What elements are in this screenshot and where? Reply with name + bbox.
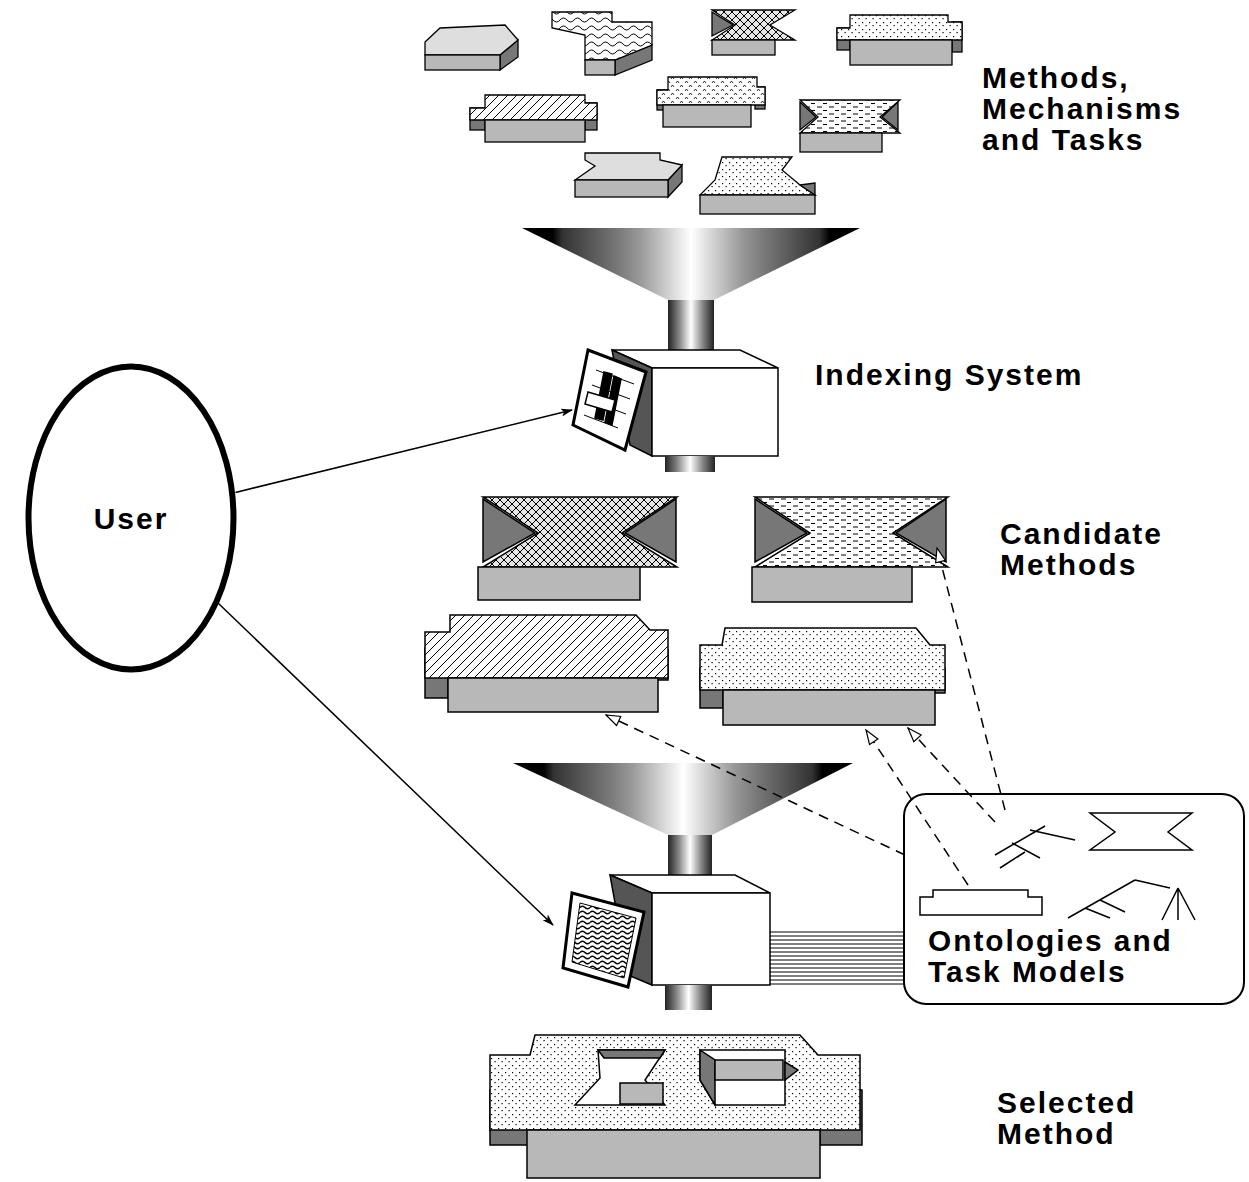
method-piece-part bbox=[552, 12, 652, 60]
pointer-arrow bbox=[218, 603, 553, 925]
candidate-method-part bbox=[483, 499, 535, 562]
machine-node: Indexing System bbox=[572, 345, 1152, 475]
method-piece-part bbox=[485, 120, 585, 142]
method-piece-part bbox=[585, 60, 615, 75]
selected-method-part bbox=[715, 1060, 783, 1080]
method-piece bbox=[800, 100, 900, 152]
method-piece-part bbox=[425, 25, 518, 55]
candidate-method-part bbox=[448, 678, 658, 712]
candidate-method-part bbox=[755, 497, 948, 567]
candidate-method-part bbox=[483, 497, 677, 567]
ontology-sketch-part bbox=[1068, 880, 1195, 920]
candidate-method-part bbox=[478, 567, 640, 600]
candidate-method-part bbox=[755, 499, 807, 562]
selected-method-part bbox=[700, 1050, 785, 1105]
dashed-link-part bbox=[866, 730, 968, 885]
funnel-part bbox=[668, 835, 712, 880]
selection-machine bbox=[563, 875, 905, 1010]
method-piece bbox=[425, 25, 518, 70]
pointer-arrow bbox=[236, 410, 573, 492]
node-label: Indexing System bbox=[815, 359, 1083, 390]
funnel bbox=[513, 763, 853, 880]
selected-method-part bbox=[527, 1130, 820, 1178]
method-piece-part bbox=[800, 133, 882, 152]
candidate-method bbox=[425, 615, 668, 712]
selected-method-part bbox=[620, 1083, 663, 1104]
selected-method-part bbox=[785, 1062, 798, 1080]
selected-method-part bbox=[700, 1050, 715, 1105]
method-piece bbox=[700, 157, 815, 214]
selection-machine-part bbox=[572, 903, 636, 978]
indexing-machine-part bbox=[585, 392, 615, 412]
candidate-method bbox=[752, 497, 948, 602]
ontology-sketch-part bbox=[1090, 813, 1192, 850]
method-piece bbox=[575, 153, 682, 197]
funnel-part bbox=[513, 763, 853, 835]
method-piece-part bbox=[712, 10, 795, 40]
selected-method-part bbox=[598, 1050, 665, 1058]
indexing-machine-part bbox=[573, 350, 646, 450]
outline-shape bbox=[904, 794, 1244, 1004]
node-label: Ontologies and Task Models bbox=[928, 925, 1233, 987]
method-piece-part bbox=[425, 55, 500, 70]
method-piece-part bbox=[700, 195, 815, 214]
method-piece-part bbox=[850, 40, 952, 65]
method-piece-part bbox=[575, 180, 668, 197]
method-piece-part bbox=[837, 15, 962, 40]
method-piece bbox=[712, 10, 795, 55]
candidate-method bbox=[478, 497, 677, 600]
candidate-method-part bbox=[625, 499, 676, 562]
candidate-method-part bbox=[896, 499, 946, 562]
ontology-sketch-part bbox=[995, 826, 1075, 868]
method-piece bbox=[837, 15, 962, 65]
method-piece-part bbox=[575, 153, 682, 180]
candidate-method-part bbox=[752, 567, 912, 602]
dashed-link-part bbox=[606, 715, 905, 855]
candidate-method-part bbox=[700, 628, 945, 690]
ontology-sketch-part bbox=[920, 890, 1042, 915]
resource-box: Ontologies and Task Models bbox=[903, 793, 1245, 1005]
selection-machine-part bbox=[665, 985, 712, 1010]
method-piece bbox=[657, 77, 765, 127]
section-label: Selected Method bbox=[997, 1087, 1217, 1149]
method-piece-part bbox=[882, 102, 898, 130]
indexing-machine bbox=[573, 350, 778, 472]
dashed-link bbox=[606, 548, 1005, 885]
dashed-link-part bbox=[908, 728, 995, 822]
funnel bbox=[522, 228, 860, 355]
candidate-method bbox=[700, 628, 945, 725]
method-piece-part bbox=[470, 95, 597, 120]
funnel-part bbox=[522, 228, 860, 300]
candidate-method-part bbox=[425, 615, 668, 678]
ontology-sketch bbox=[920, 813, 1195, 920]
indexing-machine-part bbox=[665, 456, 715, 472]
node-label: User bbox=[94, 503, 169, 534]
method-piece-part bbox=[800, 183, 815, 195]
method-piece bbox=[470, 95, 597, 142]
funnel-part bbox=[668, 300, 714, 355]
actor-ellipse: User bbox=[25, 363, 237, 673]
method-piece bbox=[552, 12, 652, 75]
selection-machine-part bbox=[652, 893, 770, 985]
selected-method bbox=[490, 1035, 862, 1178]
selected-method-part bbox=[490, 1035, 860, 1130]
method-piece-part bbox=[700, 157, 815, 195]
section-label: Methods, Mechanisms and Tasks bbox=[982, 62, 1237, 155]
method-piece-part bbox=[712, 40, 775, 55]
method-piece-part bbox=[800, 102, 816, 130]
outline-shape bbox=[29, 367, 234, 670]
indexing-machine-part bbox=[652, 368, 778, 456]
selected-method-part bbox=[575, 1050, 665, 1105]
candidate-method-part bbox=[723, 690, 935, 725]
indexing-machine-part bbox=[584, 370, 634, 428]
method-piece-part bbox=[800, 100, 900, 133]
method-piece-part bbox=[663, 105, 751, 127]
selection-machine-part bbox=[563, 893, 644, 987]
selection-machine-part bbox=[770, 932, 905, 984]
method-piece-part bbox=[657, 77, 765, 105]
method-piece-part bbox=[712, 12, 733, 36]
section-label: Candidate Methods bbox=[1000, 518, 1210, 580]
